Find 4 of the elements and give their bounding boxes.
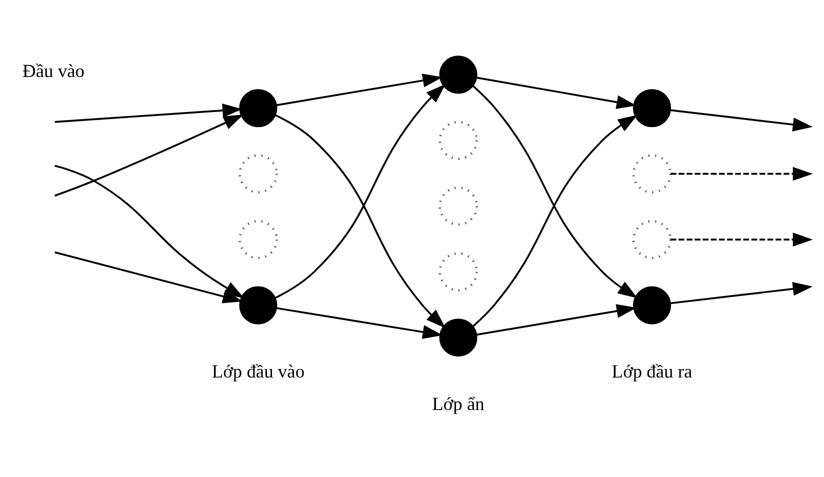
label: Lớp đầu vào xyxy=(212,361,305,382)
label: Đầu vào xyxy=(22,60,85,80)
label: Lớp đầu ra xyxy=(612,361,692,382)
label: Lớp ẩn xyxy=(432,394,484,414)
